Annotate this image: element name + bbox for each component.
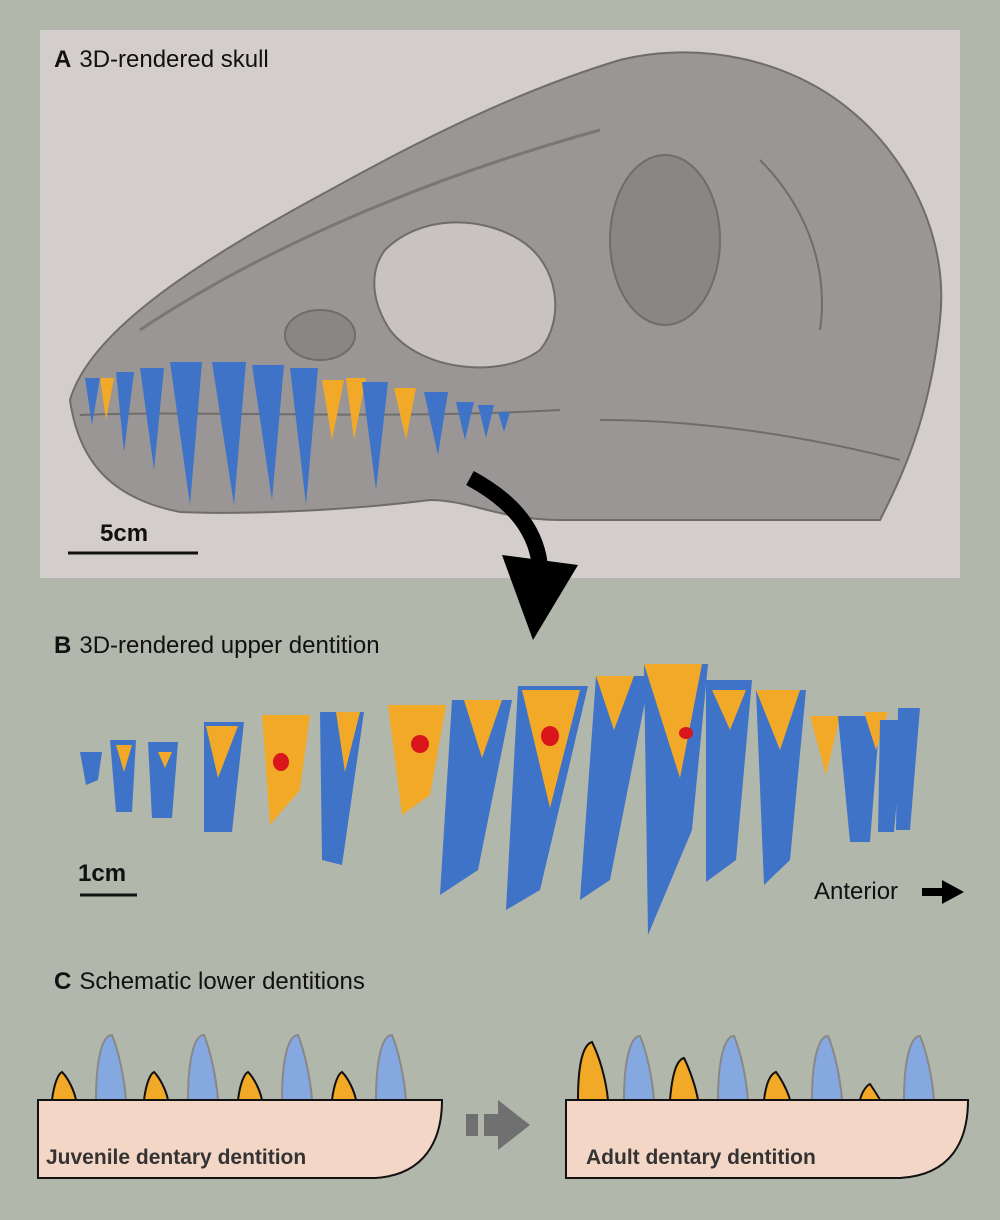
dashed-arrow-right-icon bbox=[466, 1100, 530, 1150]
juvenile-schematic bbox=[37, 1033, 444, 1179]
scale-label-b: 1cm bbox=[78, 860, 127, 887]
scale-label-a: 5cm bbox=[100, 520, 149, 547]
adult-schematic bbox=[565, 1034, 970, 1179]
arrow-down-curved-icon bbox=[466, 470, 578, 640]
skull-teeth bbox=[85, 362, 510, 505]
juvenile-label: Juvenile dentary dentition bbox=[46, 1146, 307, 1169]
adult-label: Adult dentary dentition bbox=[586, 1146, 816, 1169]
anterior-label: Anterior bbox=[814, 878, 899, 905]
upper-dentition-teeth bbox=[80, 664, 920, 935]
arrow-right-icon bbox=[922, 880, 964, 904]
skull-illustration bbox=[68, 51, 943, 521]
